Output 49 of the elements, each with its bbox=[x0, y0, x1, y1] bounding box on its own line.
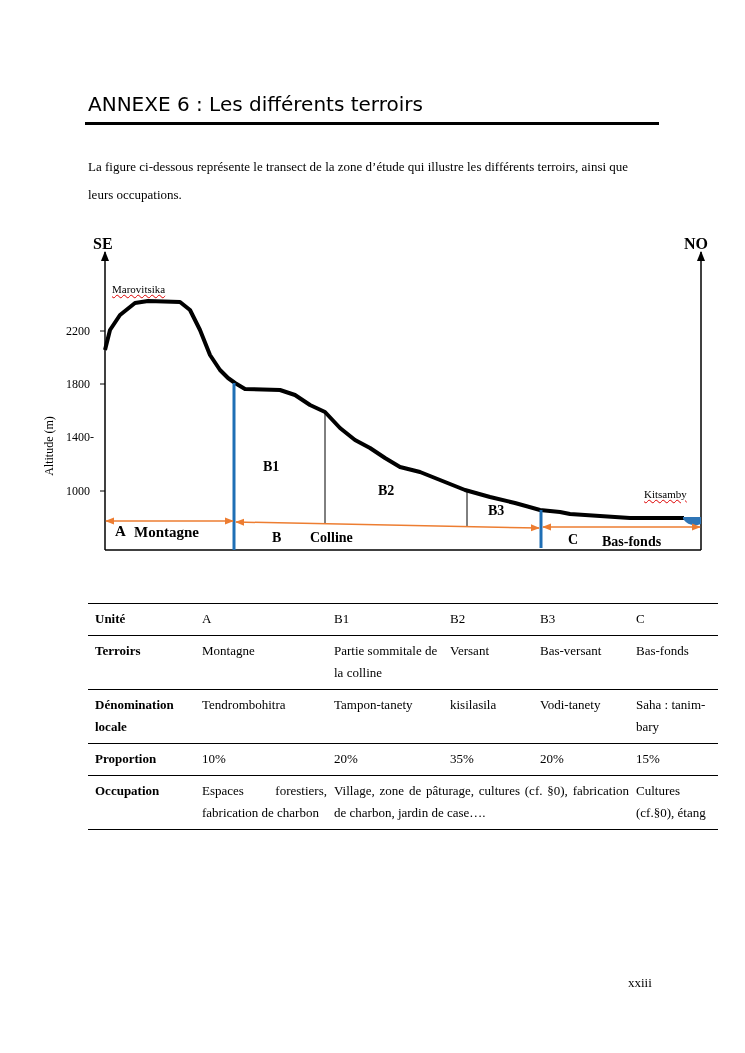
table-cell: 35% bbox=[443, 743, 533, 776]
table-cell: A bbox=[195, 603, 327, 636]
table-cell: Montagne bbox=[195, 635, 327, 690]
zone-label: Montagne bbox=[134, 525, 199, 540]
table-cell: Espaces forestiers, fabrication de charbon bbox=[195, 775, 327, 830]
table-cell: 20% bbox=[327, 743, 443, 776]
intro-paragraph: La figure ci-dessous représente le transect de la zone d’étude qui illustre les différents terroirs, ainsi que leurs occupations. bbox=[88, 158, 630, 204]
table-cell: Tampon-tanety bbox=[327, 689, 443, 744]
table-cell: 10% bbox=[195, 743, 327, 776]
place-label: Marovitsika bbox=[112, 284, 166, 295]
table-cell: Bas-fonds bbox=[629, 635, 718, 690]
table-cell: B2 bbox=[443, 603, 533, 636]
table-cell: Partie sommitale de la colline bbox=[327, 635, 443, 690]
row-header: Terroirs bbox=[88, 635, 195, 690]
table-cell: B3 bbox=[533, 603, 629, 636]
zone-label: B3 bbox=[488, 504, 505, 518]
row-header: Unité bbox=[88, 603, 195, 636]
direction-label: NO bbox=[684, 236, 708, 252]
row-header: Occupation bbox=[88, 775, 195, 830]
tick-label: 1000 bbox=[66, 485, 90, 497]
place-label: Kitsamby bbox=[644, 489, 687, 500]
tick-label: 2200 bbox=[66, 325, 90, 337]
tick-label: 1400- bbox=[66, 431, 94, 443]
table-cell: Cultures (cf.§0), étang bbox=[629, 775, 718, 830]
table-cell: B1 bbox=[327, 603, 443, 636]
table-cell: Vodi-tanety bbox=[533, 689, 629, 744]
table-cell: Bas-versant bbox=[533, 635, 629, 690]
row-header: Proportion bbox=[88, 743, 195, 776]
table-cell: kisilasila bbox=[443, 689, 533, 744]
row-header: Dénomination locale bbox=[88, 689, 195, 744]
zone-label: B2 bbox=[378, 484, 395, 498]
zone-label: A bbox=[115, 524, 126, 539]
zone-label: B bbox=[272, 531, 282, 545]
direction-label: SE bbox=[93, 236, 113, 252]
tick-label: 1800 bbox=[66, 378, 90, 390]
page-number: xxiii bbox=[628, 975, 652, 991]
table-cell: Village, zone de pâturage, cultures (cf. §0), fabrication de charbon, jardin de case…. bbox=[327, 775, 629, 830]
zone-label: C bbox=[568, 533, 579, 547]
axis-title: Altitude (m) bbox=[43, 416, 55, 476]
zone-label: Bas-fonds bbox=[602, 535, 662, 549]
table-cell: Tendrombohitra bbox=[195, 689, 327, 744]
table-cell: 20% bbox=[533, 743, 629, 776]
page-title: ANNEXE 6 : Les différents terroirs bbox=[88, 92, 423, 116]
zone-label: B1 bbox=[263, 460, 280, 474]
table-cell: Versant bbox=[443, 635, 533, 690]
zone-label: Colline bbox=[310, 531, 353, 545]
table-cell: C bbox=[629, 603, 718, 636]
table-cell: 15% bbox=[629, 743, 718, 776]
table-cell: Saha : tanim-bary bbox=[629, 689, 718, 744]
